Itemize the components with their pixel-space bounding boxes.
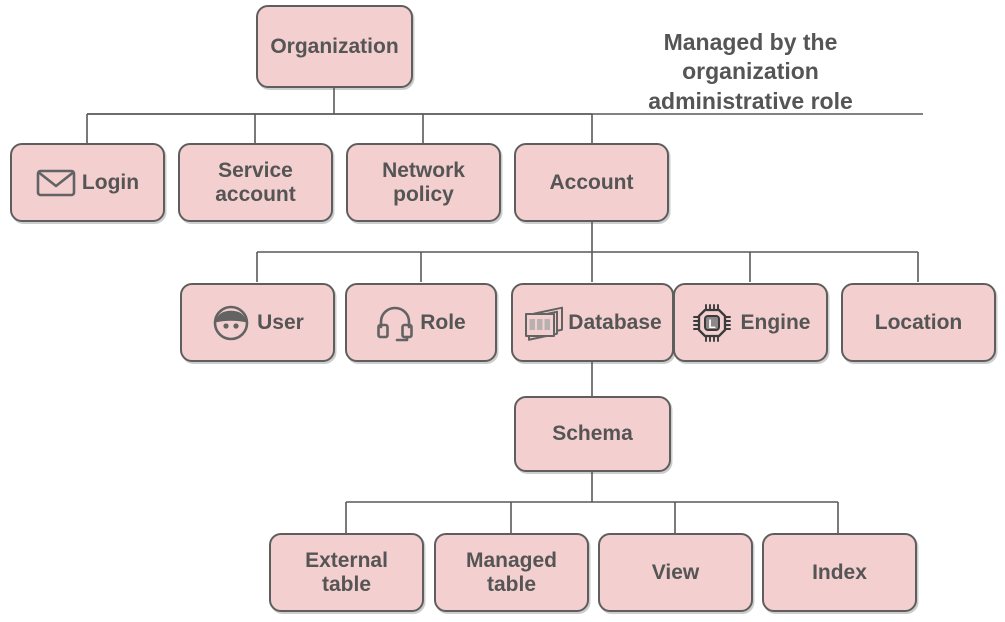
node-managed-table-label: Managed table [465, 548, 557, 596]
node-engine-label: Engine [740, 310, 811, 334]
node-account-label: Account [549, 170, 634, 194]
mail-icon [36, 168, 76, 198]
node-engine[interactable]: L Engine [673, 283, 828, 362]
node-location[interactable]: Location [841, 283, 996, 362]
node-login-label: Login [81, 170, 140, 194]
node-login[interactable]: Login [10, 143, 165, 222]
node-network-policy-label: Network policy [382, 158, 465, 206]
node-network-policy[interactable]: Network policy [346, 143, 501, 222]
node-view-label: View [651, 560, 700, 584]
node-role[interactable]: Role [345, 283, 497, 362]
node-managed-table[interactable]: Managed table [434, 533, 589, 612]
headset-icon [376, 303, 414, 343]
node-account[interactable]: Account [514, 143, 669, 222]
node-role-label: Role [420, 310, 466, 334]
node-user[interactable]: User [180, 283, 335, 362]
chip-icon: L [690, 301, 734, 345]
node-view[interactable]: View [598, 533, 753, 612]
node-user-label: User [257, 310, 304, 334]
node-service-account-label: Service account [215, 158, 296, 206]
node-location-label: Location [874, 310, 963, 334]
node-organization[interactable]: Organization [256, 5, 413, 88]
svg-text:L: L [709, 317, 716, 331]
node-database[interactable]: Database [511, 283, 674, 362]
annotation-managed-by: Managed by the organization administrati… [648, 29, 853, 114]
node-schema-label: Schema [552, 422, 633, 446]
node-index[interactable]: Index [762, 533, 917, 612]
database-stack-icon [523, 302, 567, 344]
node-organization-label: Organization [270, 34, 399, 58]
node-external-table[interactable]: External table [269, 533, 424, 612]
user-face-icon [211, 303, 251, 343]
node-schema[interactable]: Schema [514, 396, 671, 472]
node-database-label: Database [568, 310, 662, 334]
node-service-account[interactable]: Service account [178, 143, 333, 222]
node-index-label: Index [812, 560, 867, 584]
node-external-table-label: External table [305, 548, 388, 596]
